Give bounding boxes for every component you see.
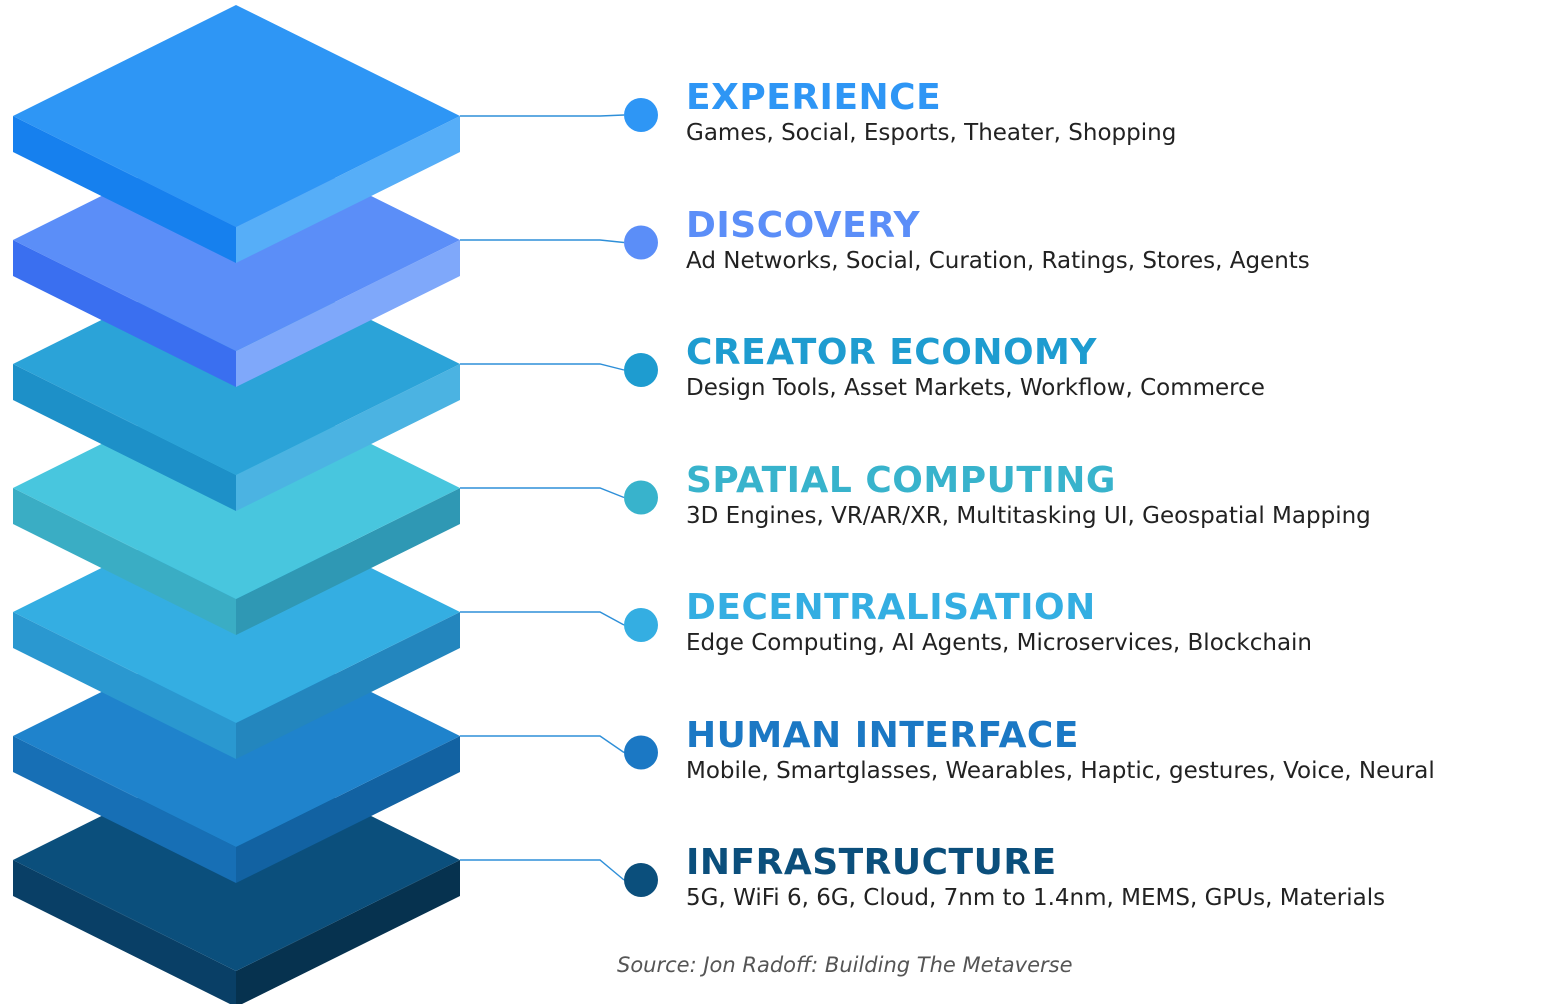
slab-right-face bbox=[236, 860, 460, 1004]
slab-right-face bbox=[236, 364, 460, 511]
slab-right-face bbox=[236, 736, 460, 883]
slab-top-face bbox=[13, 5, 460, 227]
slab-left-face bbox=[13, 736, 236, 883]
layer-title: EXPERIENCE bbox=[686, 77, 942, 118]
layer-description: 3D Engines, VR/AR/XR, Multitasking UI, G… bbox=[686, 502, 1371, 529]
layer-dot-2 bbox=[624, 225, 658, 260]
slab-right-face bbox=[236, 488, 460, 635]
connector-line-5 bbox=[460, 611, 625, 626]
layer-description: Games, Social, Esports, Theater, Shoppin… bbox=[686, 120, 1177, 146]
layer-description: Mobile, Smartglasses, Wearables, Haptic,… bbox=[686, 757, 1435, 784]
slab-right-face bbox=[236, 116, 460, 263]
connector-line-1 bbox=[460, 114, 625, 117]
slab-left-face bbox=[13, 860, 236, 1004]
connector-line-3 bbox=[460, 363, 625, 371]
slab-right-face bbox=[236, 240, 460, 387]
layer-description: Edge Computing, AI Agents, Microservices… bbox=[686, 630, 1313, 656]
slab-left-face bbox=[13, 364, 236, 511]
slab-right-face bbox=[236, 612, 460, 759]
slab-left-face bbox=[13, 488, 236, 635]
slab-left-face bbox=[13, 612, 236, 759]
slab-left-face bbox=[13, 240, 236, 387]
layer-dot-6 bbox=[624, 735, 658, 770]
layer-description: Ad Networks, Social, Curation, Ratings, … bbox=[686, 247, 1310, 274]
layer-title: SPATIAL COMPUTING bbox=[686, 459, 1116, 501]
layer-dot-3 bbox=[624, 353, 658, 387]
layer-dot-1 bbox=[624, 98, 658, 132]
layer-title: HUMAN INTERFACE bbox=[686, 714, 1079, 756]
connector-line-6 bbox=[460, 735, 625, 754]
layer-title: CREATOR ECONOMY bbox=[686, 332, 1097, 373]
layer-title: DECENTRALISATION bbox=[686, 587, 1096, 628]
layer-title: DISCOVERY bbox=[686, 204, 921, 246]
connector-line-2 bbox=[460, 239, 625, 244]
slab-left-face bbox=[13, 116, 236, 263]
layer-dot-4 bbox=[624, 480, 658, 515]
layer-description: 5G, WiFi 6, 6G, Cloud, 7nm to 1.4nm, MEM… bbox=[686, 885, 1386, 911]
source-caption: Source: Jon Radoff: Building The Metaver… bbox=[617, 953, 1073, 977]
layer-slab-1 bbox=[13, 5, 460, 263]
layer-dot-7 bbox=[624, 863, 658, 897]
connector-line-4 bbox=[460, 487, 625, 499]
layer-description: Design Tools, Asset Markets, Workflow, C… bbox=[686, 375, 1265, 401]
layer-dot-5 bbox=[624, 608, 658, 642]
layer-title: INFRASTRUCTURE bbox=[686, 842, 1057, 883]
connector-line-7 bbox=[460, 859, 625, 881]
